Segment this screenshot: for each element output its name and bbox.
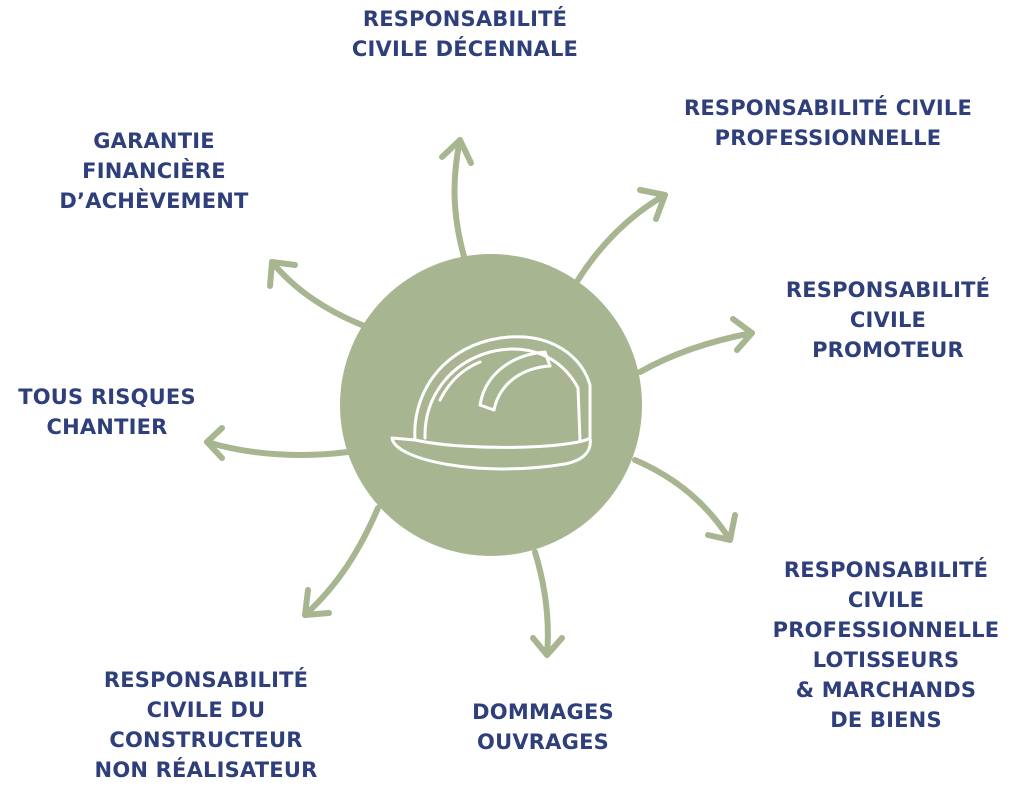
label-rc-professionnelle: RESPONSABILITÉ CIVILE PROFESSIONNELLE (684, 93, 972, 153)
label-line: CIVILE (849, 308, 927, 332)
label-line: & MARCHANDS (795, 678, 977, 702)
label-line: DE BIENS (830, 708, 942, 732)
label-line: CIVILE (847, 588, 925, 612)
label-line: NON RÉALISATEUR (94, 758, 318, 782)
arrow-rc-decennale (439, 137, 474, 263)
arrow-garantie (267, 259, 365, 328)
label-rc-promoteur: RESPONSABILITÉ CIVILE PROMOTEUR (786, 275, 990, 365)
arrow-rc-promoteur (637, 316, 755, 375)
arrow-rc-lotisseurs (632, 457, 738, 543)
label-line: CIVILE DU (146, 698, 266, 722)
label-line: CHANTIER (46, 415, 168, 439)
label-line: RESPONSABILITÉ (103, 668, 309, 692)
label-line: RESPONSABILITÉ CIVILE (683, 96, 973, 120)
label-rc-decennale: RESPONSABILITÉ CIVILE DÉCENNALE (352, 4, 578, 64)
label-line: PROFESSIONNELLE (714, 126, 942, 150)
label-rc-lotisseurs: RESPONSABILITÉ CIVILE PROFESSIONNELLE LO… (773, 555, 1000, 735)
label-line: D’ACHÈVEMENT (59, 189, 249, 213)
label-line: FINANCIÈRE (82, 159, 226, 183)
label-tous-risques: TOUS RISQUES CHANTIER (18, 382, 196, 442)
label-line: CIVILE DÉCENNALE (351, 37, 579, 61)
label-line: RESPONSABILITÉ (783, 558, 989, 582)
label-line: DOMMAGES (472, 700, 614, 724)
arrow-rc-constructeur (302, 505, 381, 618)
label-line: RESPONSABILITÉ (785, 278, 991, 302)
label-line: CONSTRUCTEUR (109, 728, 303, 752)
arrow-dommages-ouvrages (530, 549, 565, 658)
label-line: OUVRAGES (477, 730, 609, 754)
arrow-rc-professionnelle (575, 187, 668, 283)
label-rc-constructeur: RESPONSABILITÉ CIVILE DU CONSTRUCTEUR NO… (95, 665, 318, 785)
label-line: RESPONSABILITÉ (362, 7, 568, 31)
label-line: PROMOTEUR (812, 338, 964, 362)
arrow-tous-risques (204, 425, 351, 461)
center-circle (340, 254, 642, 556)
label-line: PROFESSIONNELLE (772, 618, 1000, 642)
label-line: TOUS RISQUES (18, 385, 196, 409)
hard-hat-icon (390, 335, 592, 471)
label-line: LOTISSEURS (812, 648, 960, 672)
label-garantie: GARANTIE FINANCIÈRE D’ACHÈVEMENT (59, 126, 248, 216)
label-dommages-ouvrages: DOMMAGES OUVRAGES (472, 697, 614, 757)
label-line: GARANTIE (93, 129, 215, 153)
